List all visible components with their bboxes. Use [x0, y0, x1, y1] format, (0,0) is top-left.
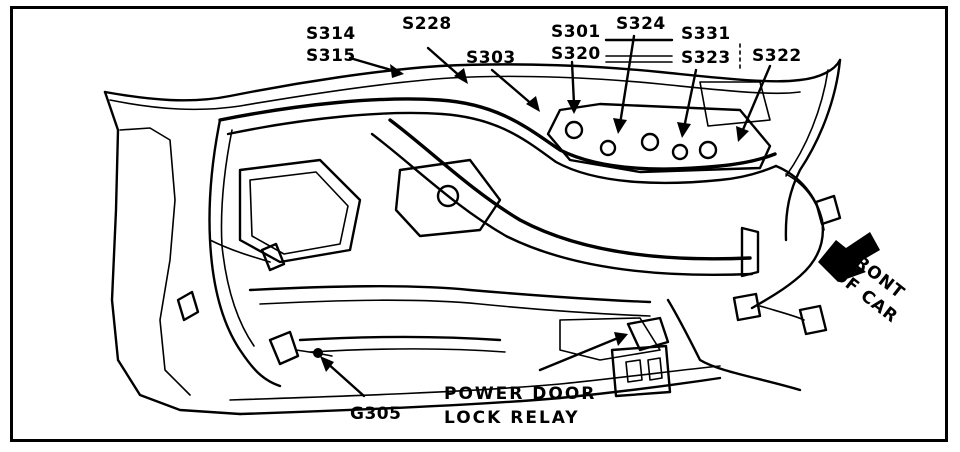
- leader-arrows: [320, 34, 880, 398]
- relay-label-line1: POWER DOOR: [444, 384, 597, 404]
- floor-pan: [238, 158, 661, 361]
- label-s301: S301: [551, 22, 601, 42]
- label-s228: S228: [402, 14, 452, 34]
- label-s303: S303: [466, 48, 516, 68]
- label-s331: S331: [681, 24, 731, 44]
- label-rules: [604, 38, 741, 71]
- label-g305: G305: [350, 404, 402, 424]
- label-s322: S322: [752, 46, 802, 66]
- label-s314: S314: [306, 24, 356, 44]
- relay-label-line2: LOCK RELAY: [444, 408, 580, 428]
- left-harness: [176, 118, 333, 388]
- rear-deck-bracket: [546, 81, 772, 174]
- label-s320: S320: [551, 44, 601, 64]
- relay-assembly: [610, 298, 802, 398]
- label-s323: S323: [681, 48, 731, 68]
- main-harness-rail: [218, 97, 778, 278]
- label-s315: S315: [306, 46, 356, 66]
- vehicle-body-outline: [103, 58, 842, 416]
- label-s324: S324: [616, 14, 666, 34]
- right-harness: [732, 164, 842, 336]
- diagram-frame: [10, 6, 948, 442]
